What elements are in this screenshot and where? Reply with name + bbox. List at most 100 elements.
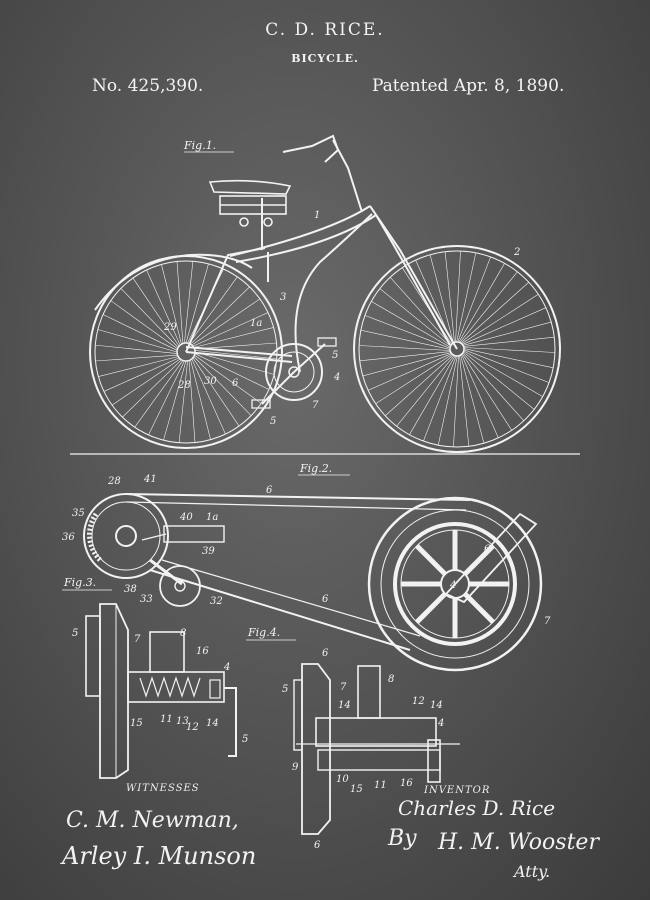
spoke <box>463 347 555 353</box>
attorney-name: H. M. Wooster <box>438 830 599 855</box>
svg-text:14: 14 <box>338 700 351 711</box>
figure-2-drive-detail: Fig.2. <box>62 462 551 672</box>
spoke <box>444 251 455 343</box>
spoke <box>190 286 250 345</box>
spoke <box>132 277 180 347</box>
spoke <box>184 261 194 344</box>
witnesses-label: WITNESSES <box>126 783 200 794</box>
svg-text:8: 8 <box>388 674 394 685</box>
spoke <box>390 277 452 346</box>
spoke <box>463 336 555 347</box>
svg-text:38: 38 <box>124 584 137 595</box>
spoke <box>193 327 274 348</box>
spoke <box>360 329 451 350</box>
patent-number: No. 425,390. <box>92 76 204 96</box>
svg-text:14: 14 <box>430 700 443 711</box>
svg-text:6: 6 <box>322 648 329 659</box>
spoke <box>385 354 454 416</box>
svg-text:4: 4 <box>223 662 230 673</box>
spoke <box>134 360 184 428</box>
spoke <box>462 321 552 346</box>
pulley-spoke <box>415 544 447 576</box>
svg-text:12: 12 <box>412 696 425 707</box>
svg-text:6: 6 <box>232 378 239 389</box>
figure-2-label: Fig.2. <box>299 462 332 475</box>
figure-4-label: Fig.4. <box>247 626 280 639</box>
spoke <box>97 329 178 353</box>
svg-text:5: 5 <box>270 416 276 427</box>
spoke <box>379 288 451 347</box>
spoke <box>456 252 477 343</box>
spoke <box>462 352 524 421</box>
attorney-by: By <box>388 826 417 851</box>
spoke <box>178 360 188 443</box>
attorney-signature: H. M. Wooster <box>412 830 599 855</box>
spoke <box>437 355 458 446</box>
svg-text:5: 5 <box>72 628 78 639</box>
svg-text:3: 3 <box>280 292 286 303</box>
spoke <box>190 359 211 440</box>
attorney-title: Atty. <box>514 862 551 881</box>
figure-3-section <box>85 603 237 779</box>
spoke <box>460 354 485 444</box>
spoke <box>188 360 196 443</box>
spoke <box>368 353 452 391</box>
svg-text:40: 40 <box>179 512 193 523</box>
spoke <box>463 351 535 410</box>
spoke <box>462 307 546 345</box>
spoke <box>192 357 240 427</box>
svg-text:1a: 1a <box>206 512 218 523</box>
witness-signature-1: C. M. Newman, <box>66 808 239 833</box>
invention-title: BICYCLE. <box>291 52 359 65</box>
svg-text:29: 29 <box>163 322 177 333</box>
svg-text:13: 13 <box>176 716 189 727</box>
spoke <box>194 351 275 375</box>
svg-text:28: 28 <box>107 476 121 487</box>
spoke <box>453 355 459 447</box>
spoke <box>461 354 499 438</box>
spoke <box>463 348 554 369</box>
figure-3-reference-numerals: 5 7 8 16 4 15 11 13 12 14 5 <box>72 628 248 745</box>
spoke <box>375 353 453 404</box>
svg-text:6: 6 <box>484 544 491 555</box>
svg-text:9: 9 <box>292 762 299 773</box>
spoke <box>188 276 238 344</box>
svg-text:6: 6 <box>314 840 321 851</box>
spoke <box>95 344 178 354</box>
svg-text:32: 32 <box>210 596 223 607</box>
front-wheel <box>353 245 561 453</box>
spoke <box>193 356 252 416</box>
svg-text:4: 4 <box>437 718 444 729</box>
pulley-spoke <box>463 592 495 624</box>
svg-text:1a: 1a <box>250 318 262 329</box>
figure-1-bicycle: Fig.1. <box>70 134 580 455</box>
figure-1-label: Fig.1. <box>183 139 216 152</box>
pulley-spoke <box>415 592 447 624</box>
spoke <box>455 251 461 343</box>
spoke <box>429 254 454 344</box>
spoke <box>463 350 543 397</box>
svg-text:7: 7 <box>134 634 141 645</box>
inventor-label: INVENTOR <box>424 785 491 796</box>
figure-4-section: Fig.4. <box>246 626 460 835</box>
drive-pulley <box>251 337 337 409</box>
spoke <box>191 358 226 435</box>
svg-text:15: 15 <box>130 718 143 729</box>
spoke <box>148 360 185 436</box>
spoke <box>459 271 518 343</box>
spoke <box>176 261 184 344</box>
spoke <box>460 282 529 344</box>
spoke <box>111 358 181 406</box>
svg-text:7: 7 <box>544 616 551 627</box>
svg-text:10: 10 <box>336 774 349 785</box>
svg-text:5: 5 <box>332 350 338 361</box>
spoke <box>458 263 505 343</box>
figure-4-reference-numerals: 6 5 7 8 14 12 14 4 9 10 15 11 16 6 <box>282 648 444 851</box>
svg-text:28: 28 <box>177 380 191 391</box>
svg-text:39: 39 <box>202 546 215 557</box>
spoke <box>103 357 180 392</box>
spoke <box>457 256 491 343</box>
spoke <box>98 356 179 377</box>
bicycle-frame <box>185 134 458 373</box>
svg-text:11: 11 <box>160 714 173 725</box>
